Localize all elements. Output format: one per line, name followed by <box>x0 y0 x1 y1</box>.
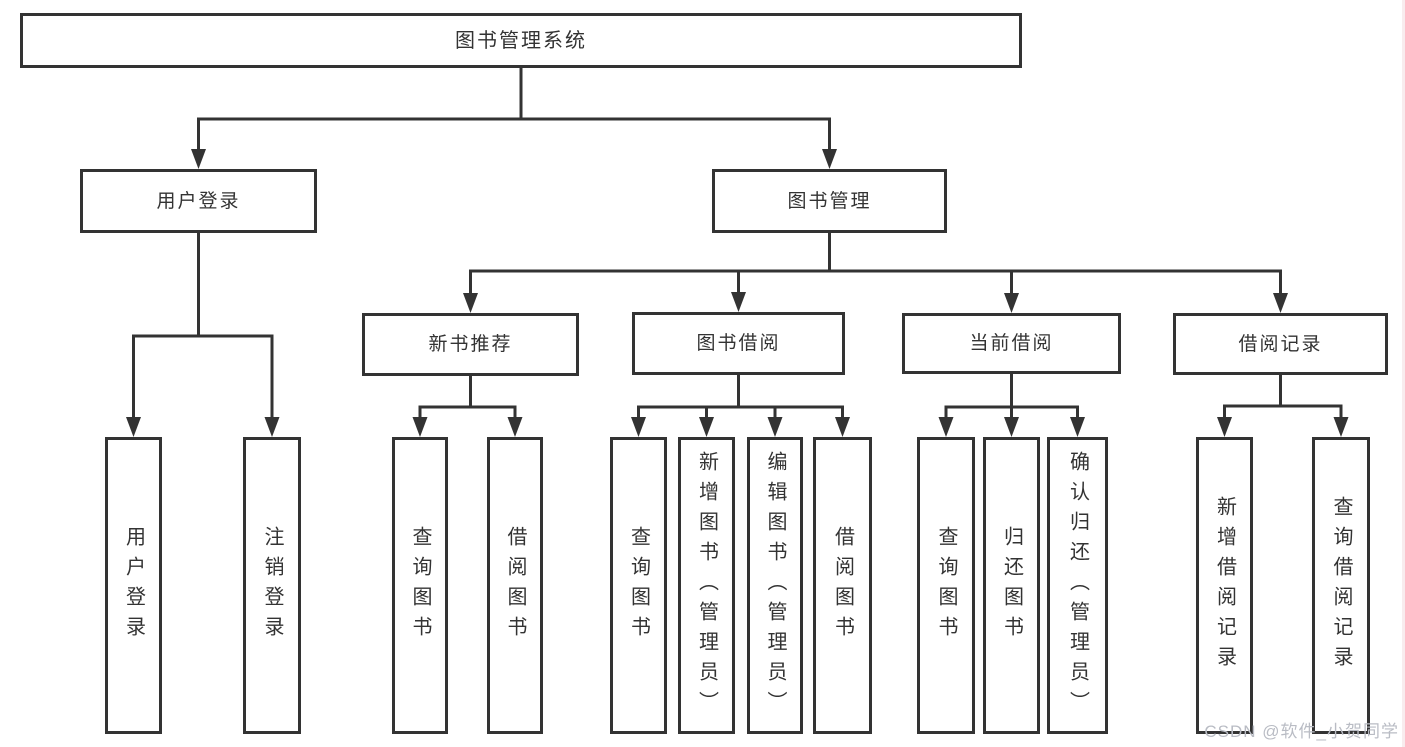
arrowhead-icon <box>731 292 746 312</box>
node-leaf-recommend-query-book: 查询图书 <box>392 437 448 734</box>
node-leaf-edit-book-admin: 编辑图书（管理员） <box>747 437 803 734</box>
node-leaf-query-borrow-record: 查询借阅记录 <box>1312 437 1370 734</box>
arrowhead-icon <box>191 149 206 169</box>
node-current-borrowing: 当前借阅 <box>902 313 1121 374</box>
node-leaf-current-query-book: 查询图书 <box>917 437 975 734</box>
node-leaf-borrow-book: 借阅图书 <box>813 437 872 734</box>
node-system-root: 图书管理系统 <box>20 13 1022 68</box>
node-leaf-recommend-borrow-book: 借阅图书 <box>487 437 543 734</box>
arrowhead-icon <box>835 417 850 437</box>
arrowhead-icon <box>1004 417 1019 437</box>
node-book-borrowing: 图书借阅 <box>632 312 845 375</box>
node-leaf-borrow-query-book: 查询图书 <box>610 437 667 734</box>
arrowhead-icon <box>264 417 280 437</box>
node-leaf-user-login: 用户登录 <box>105 437 162 734</box>
arrowhead-icon <box>1070 417 1085 437</box>
csdn-watermark: CSDN @软件_小贺同学 <box>1204 722 1399 741</box>
arrowhead-icon <box>126 417 141 437</box>
arrowhead-icon <box>1217 417 1232 437</box>
node-leaf-confirm-return-admin: 确认归还（管理员） <box>1047 437 1108 734</box>
node-book-management-module: 图书管理 <box>712 169 947 233</box>
node-leaf-add-book-admin: 新增图书（管理员） <box>678 437 735 734</box>
arrowhead-icon <box>938 417 954 437</box>
arrowhead-icon <box>507 417 523 437</box>
node-borrowing-records: 借阅记录 <box>1173 313 1388 375</box>
node-leaf-logout: 注销登录 <box>243 437 301 734</box>
arrowhead-icon <box>463 293 478 313</box>
node-new-book-recommend: 新书推荐 <box>362 313 579 376</box>
arrowhead-icon <box>767 417 783 437</box>
right-edge-artifact <box>1402 0 1405 747</box>
arrowhead-icon <box>699 417 714 437</box>
arrowhead-icon <box>1273 293 1288 313</box>
arrowhead-icon <box>1333 417 1349 437</box>
node-leaf-return-book: 归还图书 <box>983 437 1040 734</box>
arrowhead-icon <box>412 417 428 437</box>
arrowhead-icon <box>631 417 646 437</box>
node-user-login-module: 用户登录 <box>80 169 317 233</box>
arrowhead-icon <box>1004 293 1019 313</box>
arrowhead-icon <box>822 149 837 169</box>
node-leaf-add-borrow-record: 新增借阅记录 <box>1196 437 1253 734</box>
